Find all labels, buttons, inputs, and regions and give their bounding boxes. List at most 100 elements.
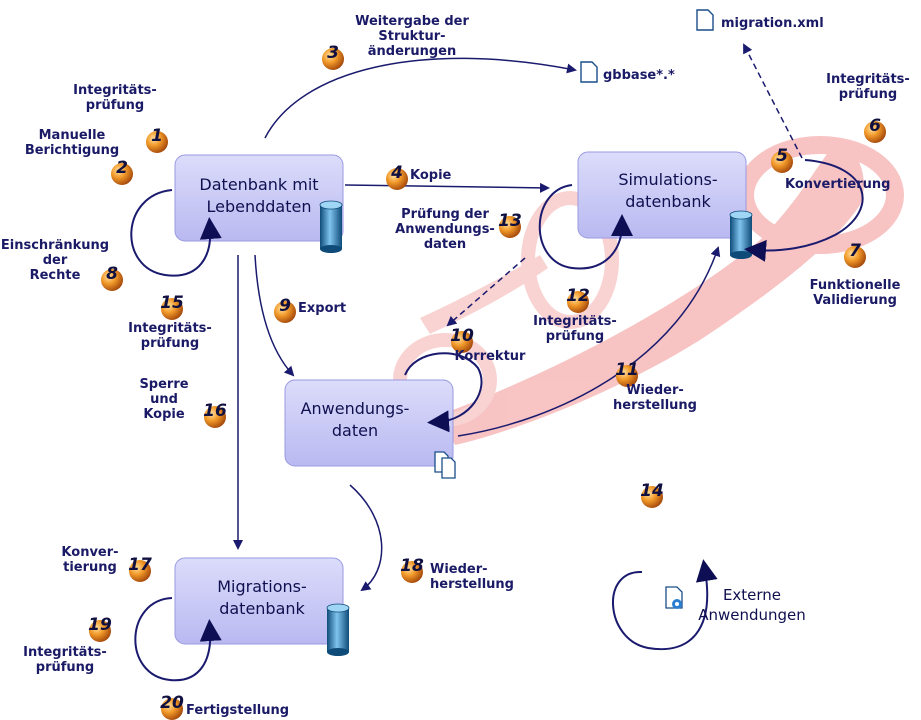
step-label: Integritäts- <box>73 83 157 98</box>
sim-db-line1: Simulations- <box>618 170 717 189</box>
step-label: änderungen <box>368 44 456 59</box>
arrow-migration-xml <box>743 43 803 159</box>
step-markers: 1Integritäts-prüfung2ManuelleBerichtigun… <box>1 14 910 720</box>
step-label: Integritäts- <box>533 314 617 329</box>
arrow-copy <box>344 182 550 193</box>
step-ball-icon <box>89 620 111 642</box>
step-label: prüfung <box>86 98 144 113</box>
arrow-restore-sim <box>457 246 721 437</box>
step-label: prüfung <box>839 87 897 102</box>
step-number: 13 <box>498 211 522 231</box>
step-label: prüfung <box>546 329 604 344</box>
documents-icon <box>434 451 456 479</box>
step-label: Integritäts- <box>128 321 212 336</box>
step-number: 1 <box>151 126 163 146</box>
flow-arrows <box>233 43 803 592</box>
step-ball-icon <box>864 121 886 143</box>
step-label: Sperre <box>139 377 188 392</box>
step-number: 2 <box>116 158 128 178</box>
step-label: herstellung <box>430 577 514 592</box>
step-number: 12 <box>566 286 590 306</box>
document-icon <box>580 61 598 83</box>
step-number: 19 <box>88 615 112 635</box>
step-number: 4 <box>390 163 403 183</box>
step-number: 5 <box>776 146 788 166</box>
step-number: 3 <box>327 43 339 63</box>
step-label: Prüfung der <box>401 207 489 222</box>
step-label: Rechte <box>30 268 81 283</box>
step-number: 8 <box>106 264 118 284</box>
step-14: 14 <box>640 481 664 508</box>
loop-conversion <box>744 159 864 262</box>
step-ball-icon <box>146 131 168 153</box>
step-label: Einschränkung <box>1 238 109 253</box>
loop-sim-check <box>538 184 633 270</box>
migration-xml-label: migration.xml <box>721 16 824 31</box>
arrow-restore-migration <box>349 484 383 592</box>
step-number: 7 <box>849 241 861 261</box>
step-label: prüfung <box>36 660 94 675</box>
step-label: und <box>150 392 178 407</box>
step-4: 4 Kopie <box>386 163 452 190</box>
step-label: Korrektur <box>455 349 527 364</box>
step-label: Kopie <box>410 168 452 183</box>
step-number: 18 <box>400 556 424 576</box>
step-label: tierung <box>63 560 117 575</box>
step-label: Wieder- <box>626 383 684 398</box>
step-label: Integritäts- <box>826 72 910 87</box>
step-label: Manuelle <box>39 128 106 143</box>
arrow-export <box>254 254 295 377</box>
loop-live <box>130 189 222 277</box>
mig-db-line2: datenbank <box>219 599 305 618</box>
loop-correction <box>404 352 483 433</box>
step-1: 1 Integritäts-prüfung <box>73 83 168 153</box>
live-database-box: Datenbank mit Lebenddaten <box>174 154 344 242</box>
external-apps-line2: Anwendungen <box>698 606 806 624</box>
step-label: Konvertierung <box>785 177 890 192</box>
app-data-line1: Anwendungs- <box>301 399 410 418</box>
app-data-line2: daten <box>332 421 378 440</box>
step-label: Berichtigung <box>25 143 119 158</box>
loop-arrows <box>130 159 864 682</box>
step-number: 20 <box>160 693 184 713</box>
sim-db-line2: datenbank <box>625 192 711 211</box>
step-ball-icon <box>204 406 226 428</box>
gbbase-file-label: gbbase*.* <box>603 68 675 83</box>
step-ball-icon <box>451 331 473 353</box>
step-ball-icon <box>499 216 521 238</box>
loop-external <box>611 559 718 651</box>
step-ball-icon <box>567 291 589 313</box>
step-ball-icon <box>771 151 793 173</box>
step-ball-icon <box>616 365 638 387</box>
step-label: Funktionelle <box>810 278 901 293</box>
step-ball-icon <box>129 560 151 582</box>
step-label: Struktur- <box>378 29 445 44</box>
live-db-line1: Datenbank mit <box>199 175 318 194</box>
step-number: 15 <box>160 293 184 313</box>
step-number: 10 <box>450 326 474 346</box>
step-ball-icon <box>161 698 183 720</box>
step-label: daten <box>424 237 466 252</box>
step-label: Weitergabe der <box>355 14 469 29</box>
step-number: 6 <box>869 116 881 136</box>
step-label: Wieder- <box>430 562 488 577</box>
step-label: Export <box>298 301 346 316</box>
step-number: 14 <box>640 481 664 501</box>
loop-migration <box>134 597 222 682</box>
external-apps-line1: Externe <box>723 586 781 604</box>
step-label: Fertigstellung <box>186 703 289 718</box>
live-db-line2: Lebenddaten <box>207 197 312 216</box>
document-icon <box>696 9 714 31</box>
step-label: Anwendungs- <box>395 222 495 237</box>
arrow-structure-changes <box>264 57 577 139</box>
